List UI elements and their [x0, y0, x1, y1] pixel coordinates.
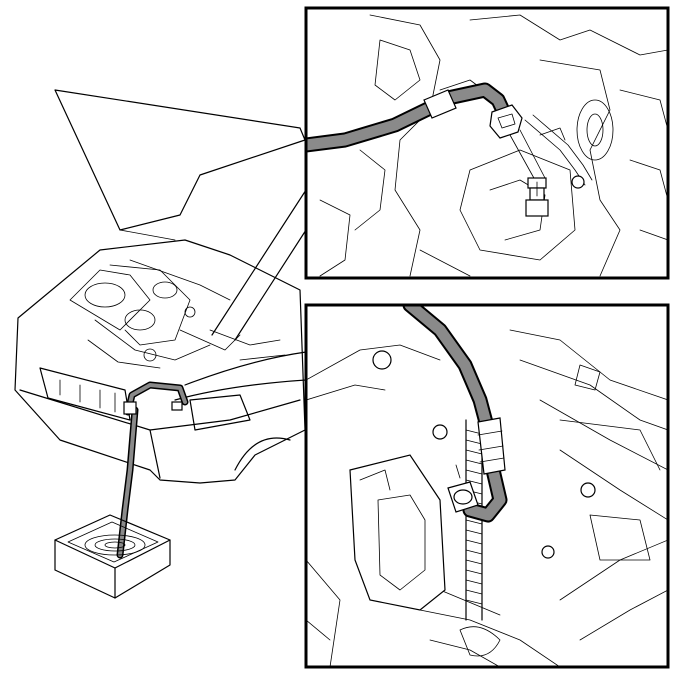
detail-panel-top — [304, 6, 670, 280]
bleed-nipple-nut — [489, 104, 523, 139]
car-hood — [54, 89, 306, 231]
bleed-nipple — [509, 129, 549, 217]
brake-caliper-housing — [319, 14, 667, 277]
wheel-well-parts — [307, 329, 667, 666]
detail-panel-bottom — [304, 303, 670, 669]
car-headlight — [189, 394, 251, 431]
drain-pan — [54, 514, 171, 599]
brake-hose-bottom — [402, 306, 508, 523]
bracket-fitting — [524, 114, 593, 189]
car-illustration — [14, 89, 306, 484]
car-grille — [39, 367, 131, 421]
engine-bay — [69, 259, 286, 369]
abs-sensor-housing — [349, 454, 446, 611]
brake-hose-top — [307, 82, 513, 153]
callout-lines — [174, 189, 307, 401]
drain-hose-overview — [116, 381, 189, 559]
car-body — [14, 239, 306, 484]
hose-clip — [447, 464, 479, 513]
hose-ferrule — [423, 89, 457, 119]
